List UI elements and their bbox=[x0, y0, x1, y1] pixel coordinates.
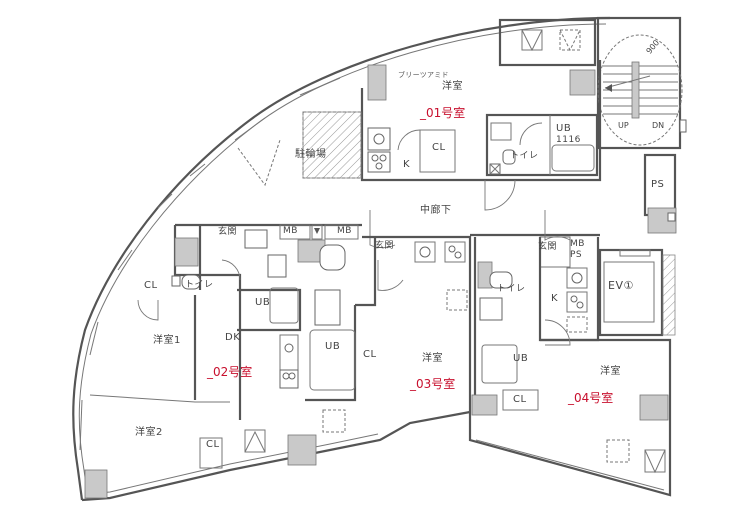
stairs-dimension: 900 bbox=[644, 38, 661, 55]
unit02-dk-label: DK bbox=[225, 332, 241, 343]
unit02-bath-label: UB bbox=[255, 297, 271, 308]
unit04-western-room-label: 洋室 bbox=[600, 366, 621, 377]
unit-02 bbox=[84, 225, 346, 499]
unit03-western-room-label: 洋室 bbox=[422, 353, 443, 364]
unit01-label: _01号室 bbox=[420, 106, 466, 120]
unit02-room2-label: 洋室2 bbox=[135, 427, 163, 438]
unit-01 bbox=[360, 18, 602, 211]
unit04-mb-label: MB bbox=[570, 239, 585, 249]
bicycle-parking bbox=[237, 111, 362, 187]
ps-shaft bbox=[643, 153, 677, 234]
unit04-entrance-label: 玄関 bbox=[538, 242, 558, 252]
unit02-toilet-label: トイレ bbox=[185, 280, 214, 290]
elevator bbox=[598, 248, 676, 337]
unit04-closet-label: CL bbox=[513, 394, 527, 405]
unit-04 bbox=[471, 237, 672, 474]
unit01-kitchen-label: K bbox=[403, 159, 411, 170]
ps-label: PS bbox=[651, 179, 665, 190]
unit01-western-room-label: 洋室 bbox=[442, 81, 463, 92]
unit04-ps-label: PS bbox=[570, 250, 583, 260]
outer-facade bbox=[72, 16, 611, 501]
unit04-toilet-label: トイレ bbox=[497, 284, 526, 294]
stair-core: UP DN 900 bbox=[596, 16, 687, 150]
unit02-entrance-label: 玄関 bbox=[218, 227, 238, 237]
unit04-kitchen-label: K bbox=[551, 293, 559, 304]
meter-boxes bbox=[279, 224, 571, 268]
unit01-bath-size: 1116 bbox=[556, 135, 581, 145]
unit03-bath-label: UB bbox=[325, 341, 341, 352]
unit01-toilet-label: トイレ bbox=[510, 151, 539, 161]
unit03-closet-label: CL bbox=[363, 349, 377, 360]
elevator-label: EV① bbox=[608, 279, 634, 292]
stairs-down-label: DN bbox=[652, 121, 664, 130]
unit02-label: _02号室 bbox=[207, 365, 253, 379]
unit02-closet-label: CL bbox=[144, 280, 158, 291]
unit-03 bbox=[305, 235, 472, 412]
bicycle-parking-label: 駐輪場 bbox=[295, 149, 327, 160]
unit01-room-note: ブリーツアミド bbox=[398, 71, 449, 79]
unit03-mb-label: MB bbox=[337, 226, 352, 236]
unit03-entrance-label: 玄関 bbox=[375, 241, 395, 251]
unit04-bath-label: UB bbox=[513, 353, 529, 364]
unit01-closet-label: CL bbox=[432, 142, 446, 153]
bottom-facade bbox=[81, 405, 672, 502]
unit03-label: _03号室 bbox=[410, 377, 456, 391]
unit02-room1-label: 洋室1 bbox=[153, 335, 181, 346]
unit01-bath-label: UB bbox=[556, 123, 572, 134]
unit04-label: _04号室 bbox=[568, 391, 614, 405]
corridor-label: 中廊下 bbox=[420, 205, 452, 216]
stairs-up-label: UP bbox=[618, 121, 629, 130]
unit02-mb-label: MB bbox=[283, 226, 298, 236]
unit02-closet2-label: CL bbox=[206, 439, 220, 450]
